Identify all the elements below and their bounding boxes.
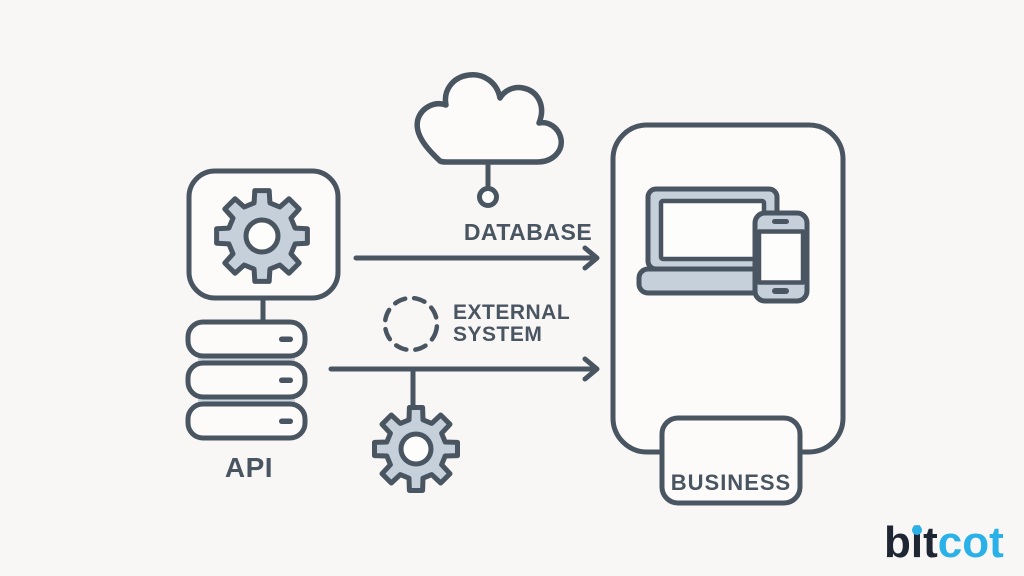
arrow-database (353, 245, 600, 271)
gear-icon (372, 405, 460, 493)
cloud-shape (414, 72, 564, 165)
cloud-connector-dot (477, 186, 499, 208)
phone-home-dash (772, 288, 789, 294)
cloud-icon (414, 72, 564, 208)
api-label: API (224, 452, 274, 483)
logo-text-blue: cot (937, 518, 1004, 567)
business-label-box (659, 415, 803, 506)
server-slab-dash (279, 377, 293, 383)
laptop-base (636, 266, 773, 296)
logo-i-dot (912, 525, 922, 535)
arrowhead-icon (582, 356, 600, 382)
business-label: BUSINESS (670, 470, 792, 495)
server-slab (185, 319, 308, 359)
logo-text-dark: bit (884, 518, 938, 567)
server-slab-dash (279, 336, 293, 342)
phone-speaker-dash (772, 219, 789, 224)
laptop-screen (658, 198, 767, 262)
database-label: DATABASE (463, 219, 593, 245)
server-slab (185, 360, 308, 400)
server-stack-icon (185, 319, 308, 441)
server-slab (185, 401, 308, 441)
external-system-label: EXTERNAL SYSTEM (453, 301, 571, 346)
dashed-circle-icon (382, 295, 440, 353)
server-slab-dash (279, 418, 293, 424)
arrow-external-system (328, 356, 600, 382)
gear-hole (243, 217, 281, 255)
arrowhead-icon (582, 245, 600, 271)
smartphone-icon (752, 210, 810, 304)
gear-icon (214, 188, 310, 284)
gear-hole (398, 431, 434, 467)
phone-screen (756, 229, 806, 285)
